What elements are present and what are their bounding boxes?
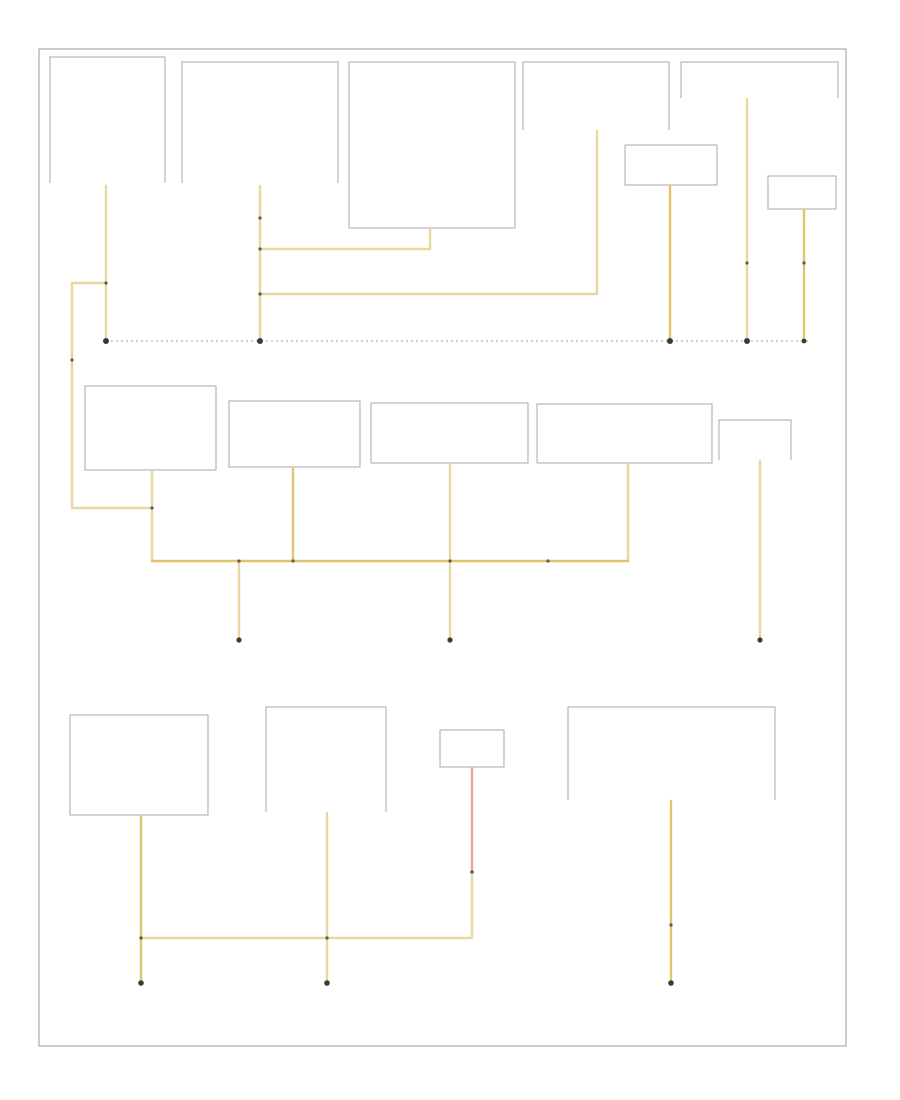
component-box-row1-5	[680, 61, 839, 98]
splice-node	[237, 559, 241, 563]
ground-point	[667, 338, 673, 344]
component-box-row2-3	[370, 402, 529, 464]
wire-r1-d	[258, 129, 599, 296]
splice-node	[325, 936, 329, 940]
component-box-row2-2	[228, 400, 361, 468]
ground-point	[324, 980, 330, 986]
splice-node	[470, 870, 474, 874]
wire-r3-d	[139, 870, 474, 940]
component-box-row1-1	[49, 56, 166, 183]
component-box-row2-1	[84, 385, 217, 471]
splice-node	[258, 292, 262, 296]
ground-point	[447, 637, 453, 643]
splice-node	[70, 358, 74, 362]
splice-node	[258, 247, 262, 251]
ground-point	[801, 338, 807, 344]
splice-node	[139, 936, 143, 940]
splice-node	[669, 923, 673, 927]
component-box-row1-2	[181, 61, 339, 183]
ground-point	[103, 338, 109, 344]
ground-point	[257, 338, 263, 344]
component-box-row2-5	[718, 419, 792, 460]
ground-point	[138, 980, 144, 986]
splice-node	[745, 261, 749, 265]
splice-node	[258, 216, 262, 220]
component-box-row1-4	[522, 61, 670, 130]
component-box-row3-1	[69, 714, 209, 816]
splice-node	[150, 506, 154, 510]
wire-r1-c	[258, 227, 432, 251]
ground-point	[757, 637, 763, 643]
ground-point	[668, 980, 674, 986]
component-box-row3-2	[265, 706, 387, 812]
splice-node	[802, 261, 806, 265]
component-box-row2-4	[536, 403, 713, 464]
splice-node	[546, 559, 550, 563]
ground-point	[744, 338, 750, 344]
component-box-row1-7	[767, 175, 837, 210]
diagram-frame	[38, 48, 847, 1047]
splice-node	[104, 281, 108, 285]
wire-r1-loop	[70, 281, 154, 510]
component-box-row3-4	[567, 706, 776, 800]
splice-node	[291, 559, 295, 563]
ground-point	[236, 637, 242, 643]
component-box-row1-6	[624, 144, 718, 186]
splice-node	[448, 559, 452, 563]
component-box-row1-3	[348, 61, 516, 229]
component-box-row3-3	[439, 729, 505, 768]
